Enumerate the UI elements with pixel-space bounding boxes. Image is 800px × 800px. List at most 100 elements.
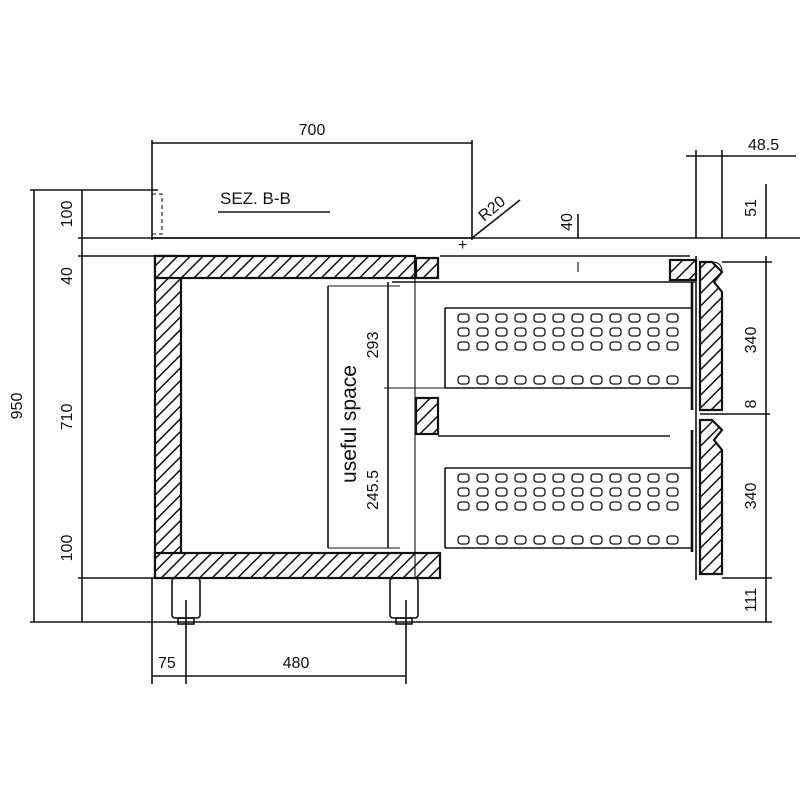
perforation-slot <box>647 327 660 337</box>
dim-label-340-top: 340 <box>743 327 760 354</box>
worktop: + R20 <box>151 193 521 254</box>
dim-label-245-5: 245.5 <box>365 470 382 510</box>
perforation-slot <box>666 473 679 483</box>
perforation-slot <box>533 313 546 323</box>
perforation-slot <box>571 341 584 351</box>
perforation-slot <box>609 313 622 323</box>
perforation-slot <box>533 487 546 497</box>
perforation-slot <box>476 341 489 351</box>
dim-label-75: 75 <box>158 655 176 672</box>
perforation-slot <box>495 501 508 511</box>
perforation-slot <box>533 535 546 545</box>
perforation-slot <box>476 535 489 545</box>
perforation-slot <box>609 327 622 337</box>
perforation-slot <box>476 327 489 337</box>
perforation-slot <box>571 473 584 483</box>
perforation-slot <box>590 501 603 511</box>
perforation-slot <box>571 535 584 545</box>
perforation-slot <box>552 313 565 323</box>
perforation-slot <box>514 487 527 497</box>
perforation-slot <box>514 313 527 323</box>
perforation-slot <box>628 473 641 483</box>
perforation-slot <box>457 375 470 385</box>
radius-leader <box>471 199 521 239</box>
perforation-slot <box>571 501 584 511</box>
perforation-slot <box>590 473 603 483</box>
perforation-slot <box>495 313 508 323</box>
perforation-slot <box>495 341 508 351</box>
upper-drawer <box>392 258 698 410</box>
perforation-slot <box>552 487 565 497</box>
perforation-slot <box>628 487 641 497</box>
perforation-slot <box>571 313 584 323</box>
dim-label-8: 8 <box>743 399 760 408</box>
rail-block <box>668 258 698 282</box>
perforation-slot <box>571 487 584 497</box>
dim-label-950: 950 <box>9 393 26 420</box>
perforation-slot <box>647 487 660 497</box>
perforation-slot <box>628 501 641 511</box>
dim-width-700: 700 <box>151 122 473 240</box>
perforation-slot <box>552 535 565 545</box>
dim-label-293: 293 <box>365 332 382 359</box>
feet <box>171 577 419 625</box>
perforation-slot <box>476 473 489 483</box>
perforation-slot <box>552 375 565 385</box>
useful-space-label: useful space <box>338 365 361 483</box>
perforation-slot <box>495 375 508 385</box>
perforation-slot <box>666 535 679 545</box>
dim-label-51: 51 <box>743 199 760 217</box>
upper-drawer-slots <box>457 313 679 385</box>
perforation-slot <box>628 313 641 323</box>
perforation-slot <box>571 375 584 385</box>
dim-label-40: 40 <box>59 267 76 285</box>
perforation-slot <box>590 487 603 497</box>
perforation-slot <box>609 487 622 497</box>
perforation-slot <box>495 487 508 497</box>
perforation-slot <box>552 341 565 351</box>
perforation-slot <box>666 327 679 337</box>
cabinet-body <box>153 254 690 580</box>
dim-label-100-top: 100 <box>59 201 76 228</box>
dim-label-r20: R20 <box>476 193 509 225</box>
perforation-slot <box>457 473 470 483</box>
perforation-slot <box>533 473 546 483</box>
dim-label-48-5: 48.5 <box>748 137 779 154</box>
perforation-slot <box>514 473 527 483</box>
perforation-slot <box>552 473 565 483</box>
perforation-slot <box>514 535 527 545</box>
perforation-slot <box>457 535 470 545</box>
perforation-slot <box>495 327 508 337</box>
perforation-slot <box>552 327 565 337</box>
perforation-slot <box>666 487 679 497</box>
dim-bottom-group: 75 480 <box>151 578 407 684</box>
plus-mark: + <box>458 237 467 254</box>
perforation-slot <box>457 501 470 511</box>
perforation-slot <box>514 501 527 511</box>
perforation-slot <box>609 341 622 351</box>
perforation-slot <box>495 535 508 545</box>
perforation-slot <box>628 375 641 385</box>
perforation-slot <box>514 327 527 337</box>
perforation-slot <box>457 327 470 337</box>
perforation-slot <box>514 375 527 385</box>
perforation-slot <box>514 341 527 351</box>
lower-drawer-slots <box>457 473 679 545</box>
perforation-slot <box>457 341 470 351</box>
perforation-slot <box>647 375 660 385</box>
perforation-slot <box>533 327 546 337</box>
perforation-slot <box>533 375 546 385</box>
perforation-slot <box>647 473 660 483</box>
perforation-slot <box>609 375 622 385</box>
dim-right-group: 48.5 51 40 340 8 340 111 <box>440 137 796 623</box>
perforation-slot <box>457 487 470 497</box>
perforation-slot <box>590 327 603 337</box>
drawer-fronts <box>695 256 770 580</box>
perforation-slot <box>628 535 641 545</box>
dim-label-700: 700 <box>299 122 326 139</box>
perforation-slot <box>647 341 660 351</box>
perforation-slot <box>666 313 679 323</box>
perforation-slot <box>609 501 622 511</box>
perforation-slot <box>647 535 660 545</box>
